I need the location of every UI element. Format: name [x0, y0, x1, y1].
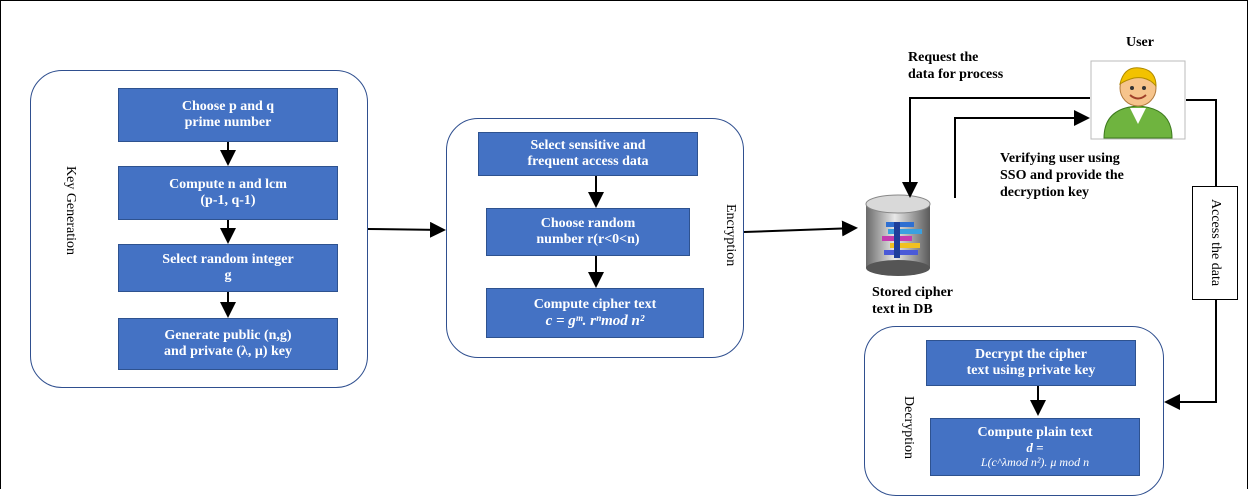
key-generation-label: Key Generation — [63, 166, 78, 256]
arrow-user-request-to-db — [902, 97, 1090, 198]
database-caption: Stored cipher text in DB — [872, 285, 954, 317]
keygen-step-compute-n-lcm: Compute n and lcm (p-1, q-1) — [118, 166, 338, 220]
compute-plain-formula-1: d = — [1026, 439, 1044, 455]
compute-cipher-title: Compute cipher text — [533, 297, 657, 312]
decryption-step-decrypt: Decrypt the cipher text using private ke… — [926, 340, 1136, 386]
arrow-user-access-to-decryption — [1186, 99, 1217, 186]
decryption-step-compute-plain: Compute plain text d = L(c^λmod n²). μ m… — [930, 418, 1140, 476]
access-data-label: Access the data — [1208, 199, 1223, 287]
user-label: User — [1126, 35, 1154, 50]
keygen-step-select-g: Select random integer g — [118, 244, 338, 292]
compute-cipher-formula: c = gᵐ. rⁿmod n² — [545, 313, 645, 329]
user-avatar-icon — [1090, 60, 1186, 140]
arrow-encryption-to-db — [743, 220, 858, 237]
compute-plain-formula-2: L(c^λmod n²). μ mod n — [980, 454, 1090, 469]
keygen-step-choose-primes: Choose p and q prime number — [118, 88, 338, 142]
arrow-keygen-to-encryption — [367, 221, 446, 238]
access-data-label-box: Access the data — [1192, 186, 1238, 300]
arrow-access-to-decryption — [1164, 300, 1217, 410]
encryption-step-choose-r: Choose random number r(r<0<n) — [486, 208, 690, 256]
request-data-label: Request the data for process — [908, 50, 1004, 82]
decryption-label: Decryption — [901, 396, 916, 459]
database-icon — [860, 192, 936, 278]
verify-user-label: Verifying user using SSO and provide the… — [1000, 151, 1124, 200]
arrow-db-verify-to-user — [954, 110, 1090, 198]
encryption-step-select-data: Select sensitive and frequent access dat… — [478, 132, 698, 176]
keygen-step-generate-keys: Generate public (n,g) and private (λ, μ)… — [118, 318, 338, 370]
encryption-label: Encryption — [723, 204, 738, 267]
compute-plain-title: Compute plain text — [977, 424, 1093, 440]
encryption-step-compute-cipher: Compute cipher text c = gᵐ. rⁿmod n² — [486, 288, 704, 338]
